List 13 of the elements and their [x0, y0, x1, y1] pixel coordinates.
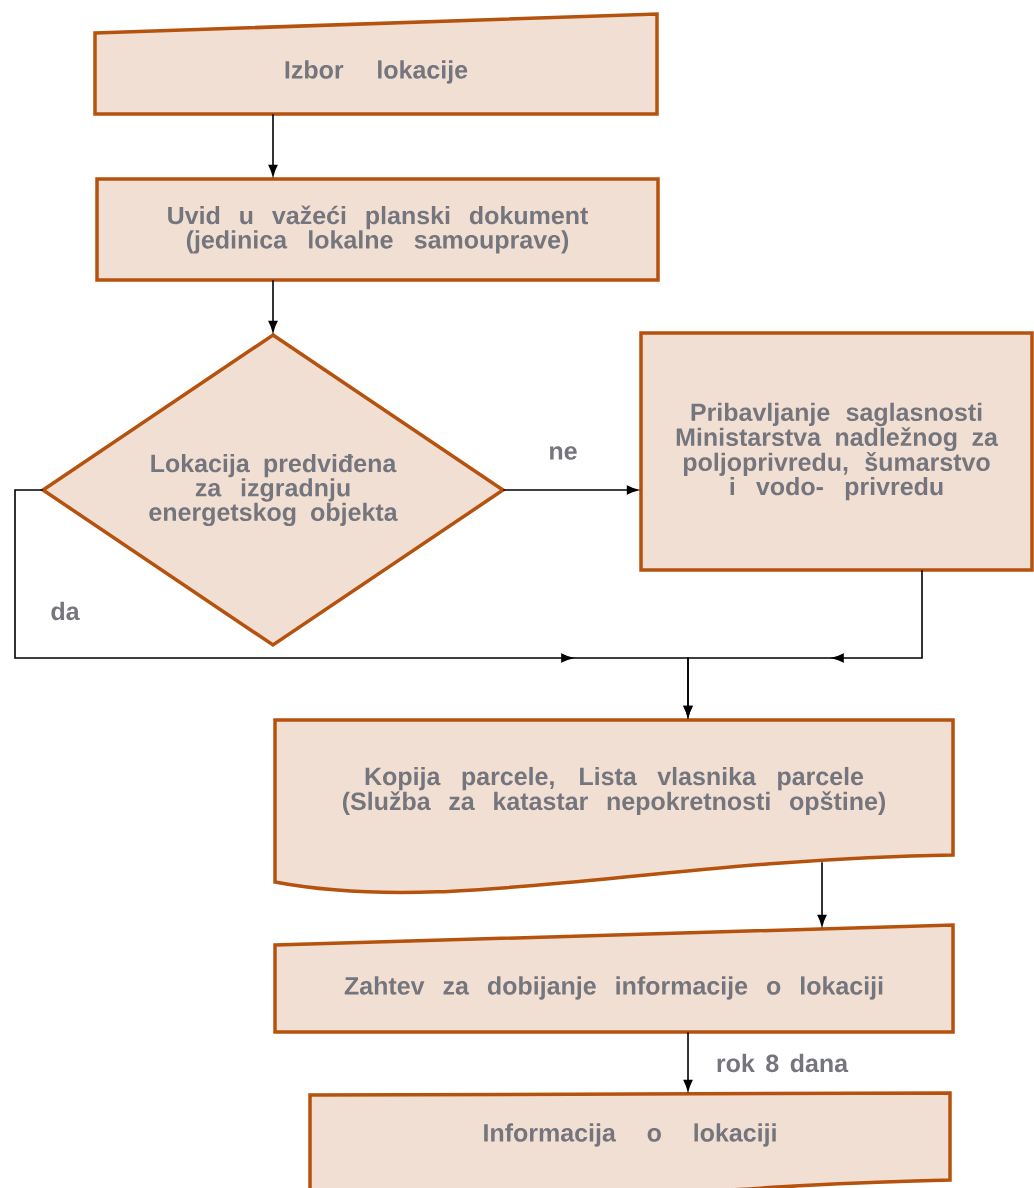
- arrow: [268, 279, 278, 333]
- arrow: [683, 569, 923, 718]
- arrow: [817, 861, 827, 927]
- arrow: [683, 1031, 693, 1092]
- edge-label: ne: [550, 446, 577, 460]
- arrow: [268, 113, 278, 177]
- manual-input-box: Izbor lokacije: [93, 12, 659, 116]
- manual-input-box: Zahtev za dobijanje informacije o lokaciji: [273, 923, 955, 1034]
- arrow: [502, 485, 639, 495]
- process-box: Pribavljanje saglasnosti Ministarstva nadležnog za poljoprivredu, šumarstvo i vodo- privredu: [639, 331, 1034, 572]
- process-box: Uvid u važeći planski dokument (jedinica lokalne samouprave): [95, 177, 660, 282]
- edge-label: da: [51, 601, 80, 621]
- edge-label: rok 8 dana: [717, 1053, 849, 1073]
